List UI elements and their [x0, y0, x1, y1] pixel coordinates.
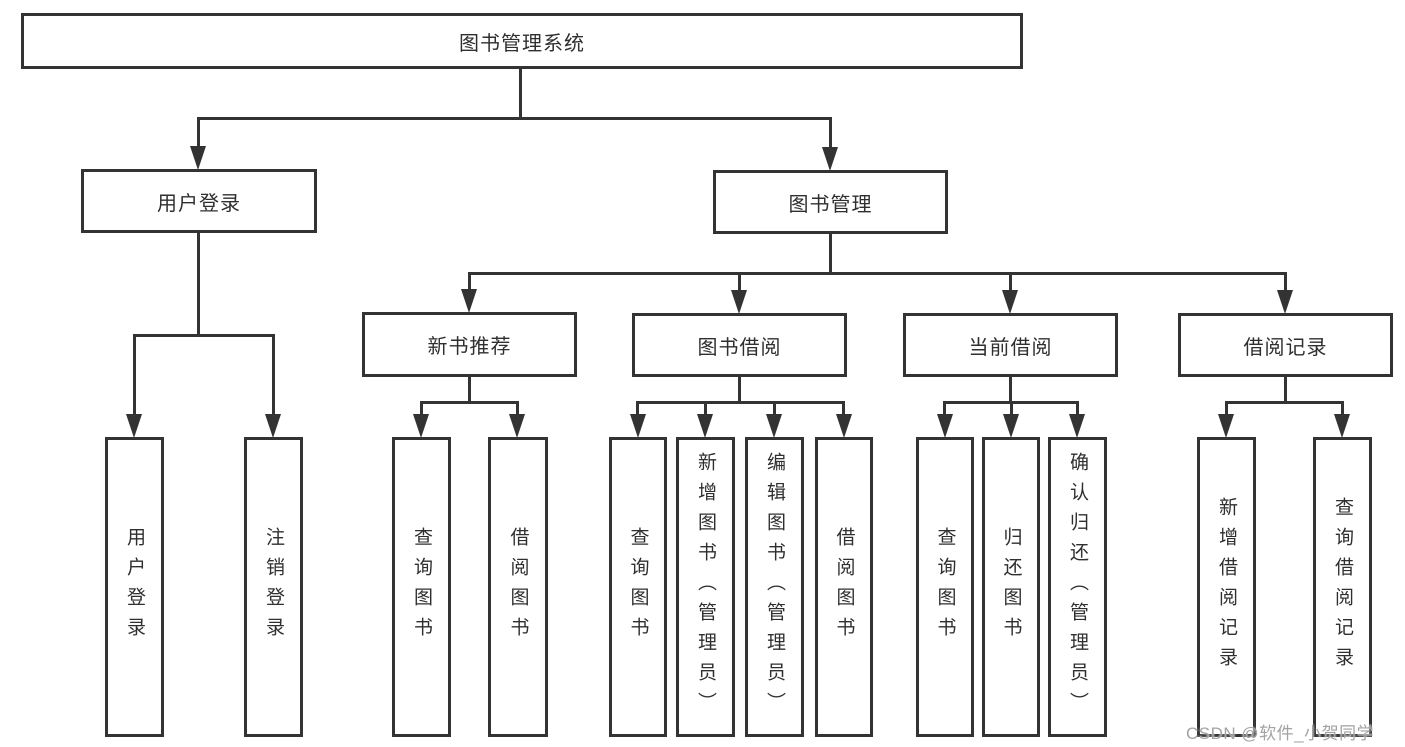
edge-stem	[1284, 377, 1287, 403]
edge-stem	[943, 401, 946, 419]
node-leaf-add-borrow-record: 新增借阅记录	[1197, 437, 1256, 737]
node-label: 查询借阅记录	[1332, 497, 1353, 677]
node-leaf-edit-books-admin: 编辑图书（管理员）	[745, 437, 804, 737]
node-leaf-borrow-books: 借阅图书	[815, 437, 873, 737]
edge-root-stem	[519, 69, 522, 119]
arrow-down-icon	[190, 146, 206, 170]
edge-hline	[468, 272, 1287, 275]
edge-stem	[842, 401, 845, 419]
edge-hline	[420, 401, 519, 404]
edge-stem	[516, 401, 519, 419]
node-borrowing-records: 借阅记录	[1178, 313, 1393, 377]
edge-hline	[133, 334, 275, 337]
edge-stem	[197, 117, 200, 151]
node-label: 查询图书	[934, 527, 956, 647]
node-leaf-search-books-recommend: 查询图书	[392, 437, 451, 737]
node-library-management-system: 图书管理系统	[21, 13, 1023, 69]
node-label: 当前借阅	[968, 336, 1053, 359]
arrow-down-icon	[731, 290, 747, 314]
arrow-down-icon	[1003, 414, 1019, 438]
arrow-down-icon	[1002, 290, 1018, 314]
arrow-down-icon	[766, 414, 782, 438]
node-new-book-recommend: 新书推荐	[362, 312, 577, 377]
edge-stem	[1341, 401, 1344, 419]
node-label: 查询图书	[627, 527, 649, 647]
edge-stem	[738, 377, 741, 403]
node-label: 新增图书（管理员）	[695, 452, 716, 722]
edge-stem	[829, 234, 832, 274]
arrow-down-icon	[836, 414, 852, 438]
node-current-borrowing: 当前借阅	[903, 313, 1118, 377]
node-label: 新书推荐	[427, 336, 512, 358]
edge-stem	[636, 401, 639, 419]
edge-stem	[420, 401, 423, 419]
node-label: 归还图书	[1000, 527, 1022, 647]
arrow-down-icon	[822, 147, 838, 171]
node-leaf-search-books-borrowing: 查询图书	[609, 437, 667, 737]
arrow-down-icon	[509, 414, 525, 438]
node-label: 图书借阅	[697, 336, 782, 359]
node-label: 确认归还（管理员）	[1067, 452, 1088, 722]
node-leaf-search-borrow-record: 查询借阅记录	[1313, 437, 1372, 737]
edge-stem	[197, 233, 200, 336]
node-leaf-user-login: 用户登录	[105, 437, 164, 737]
node-label: 借阅图书	[833, 527, 855, 647]
arrow-down-icon	[1069, 414, 1085, 438]
node-leaf-confirm-return-admin: 确认归还（管理员）	[1048, 437, 1107, 737]
arrow-down-icon	[630, 414, 646, 438]
arrow-down-icon	[1334, 414, 1350, 438]
edge-hline	[1225, 401, 1344, 404]
arrow-down-icon	[413, 414, 429, 438]
node-label: 新增借阅记录	[1216, 497, 1237, 677]
edge-stem	[1009, 377, 1012, 403]
node-book-borrowing: 图书借阅	[632, 313, 847, 377]
arrow-down-icon	[126, 414, 142, 438]
node-label: 图书管理系统	[459, 32, 585, 55]
node-label: 编辑图书（管理员）	[764, 452, 785, 722]
edge-stem	[1009, 272, 1012, 295]
node-label: 用户登录	[157, 192, 241, 215]
node-label: 图书管理	[788, 193, 873, 216]
node-leaf-logout: 注销登录	[244, 437, 303, 737]
arrow-down-icon	[697, 414, 713, 438]
edge-stem	[468, 272, 471, 295]
arrow-down-icon	[461, 289, 477, 313]
node-book-management: 图书管理	[713, 170, 948, 234]
node-leaf-search-books-current: 查询图书	[916, 437, 974, 737]
node-label: 借阅记录	[1243, 336, 1328, 359]
edge-stem	[773, 401, 776, 419]
edge-stem	[468, 377, 471, 403]
node-label: 借阅图书	[507, 527, 529, 647]
arrow-down-icon	[265, 414, 281, 438]
edge-stem	[272, 334, 275, 419]
node-user-login: 用户登录	[81, 169, 317, 233]
edge-stem	[1076, 401, 1079, 419]
node-leaf-return-books: 归还图书	[982, 437, 1040, 737]
edge-root-hline	[197, 117, 832, 120]
arrow-down-icon	[937, 414, 953, 438]
edge-hline	[636, 401, 845, 404]
arrow-down-icon	[1277, 290, 1293, 314]
edge-stem	[829, 117, 832, 152]
node-label: 用户登录	[124, 527, 145, 647]
edge-stem	[1284, 272, 1287, 295]
edge-stem	[1225, 401, 1228, 419]
edge-stem	[738, 272, 741, 295]
node-leaf-add-books-admin: 新增图书（管理员）	[676, 437, 735, 737]
node-label: 查询图书	[411, 527, 432, 647]
arrow-down-icon	[1218, 414, 1234, 438]
node-leaf-borrow-books-recommend: 借阅图书	[488, 437, 548, 737]
edge-stem	[1010, 401, 1013, 419]
csdn-watermark: CSDN @软件_小贺同学	[1186, 724, 1375, 743]
edge-stem	[704, 401, 707, 419]
node-label: 注销登录	[263, 527, 284, 647]
edge-stem	[133, 334, 136, 419]
